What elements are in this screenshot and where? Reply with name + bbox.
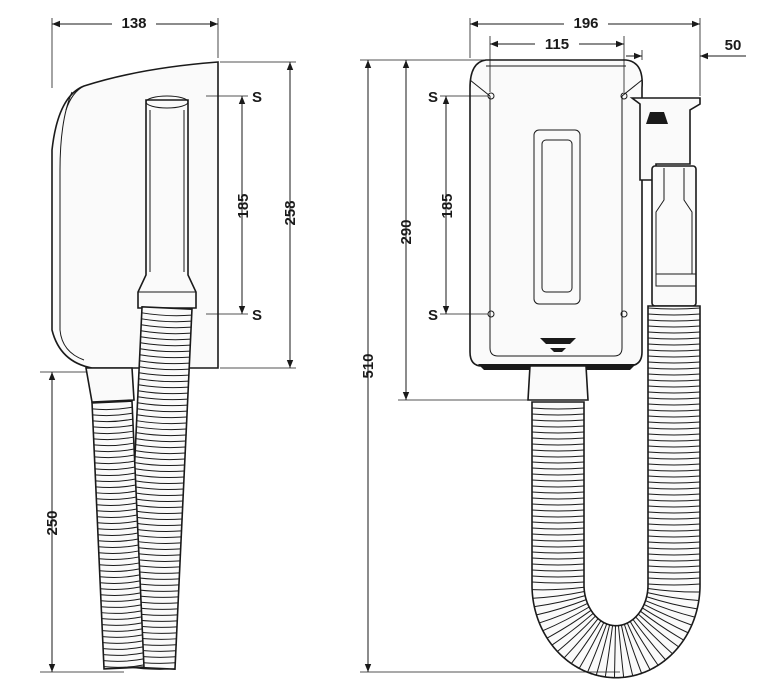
side-hose-collar	[85, 367, 135, 403]
side-housing	[51, 61, 219, 369]
side-screw-bottom: S	[252, 307, 262, 324]
dim-side-hose: 250	[44, 510, 61, 535]
dim-front-holes: 185	[439, 193, 456, 218]
dim-front-inner-width: 115	[545, 36, 569, 53]
front-screw-top: S	[428, 89, 438, 106]
front-slot	[533, 129, 581, 305]
dim-side-holes: 185	[235, 193, 252, 218]
side-nozzle	[137, 99, 197, 309]
front-hose-collar	[527, 365, 589, 401]
front-view: 196 115 50 S S 185 290 510	[360, 10, 746, 679]
front-screw-bottom: S	[428, 307, 438, 324]
dim-total-height: 510	[360, 353, 377, 378]
dim-side-width: 138	[121, 15, 146, 32]
side-main-hose	[91, 400, 145, 670]
front-housing	[469, 59, 643, 367]
dim-side-height: 258	[282, 200, 299, 225]
front-logo	[540, 338, 576, 344]
front-hose	[531, 305, 701, 679]
front-nozzle	[651, 165, 697, 307]
dim-front-offset: 50	[725, 37, 742, 54]
side-screw-top: S	[252, 89, 262, 106]
dim-front-width: 196	[573, 15, 598, 32]
side-view: 138 S S 185 258 250	[40, 10, 299, 673]
dim-front-height: 290	[398, 219, 415, 244]
